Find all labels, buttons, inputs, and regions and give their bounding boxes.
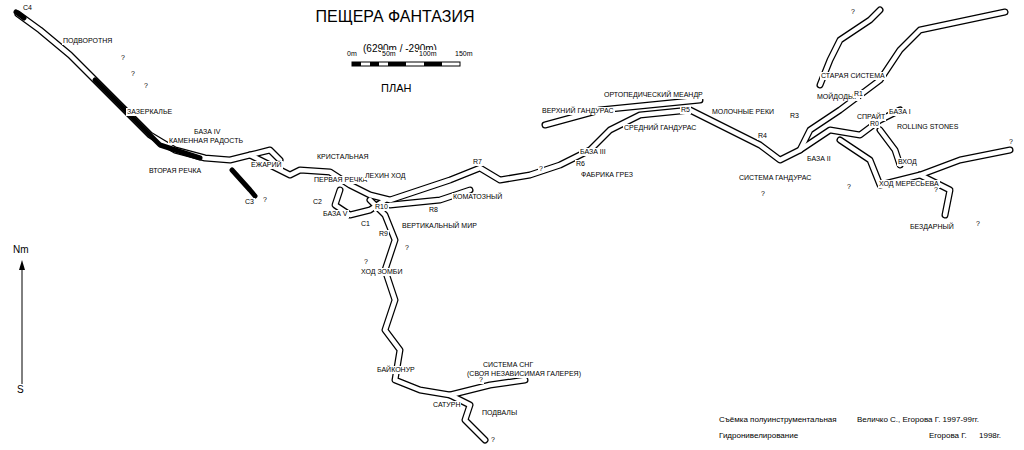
map-label: ? bbox=[478, 376, 484, 384]
map-label: ЕЖАРИЙ bbox=[250, 161, 283, 169]
map-label: ? bbox=[262, 196, 268, 204]
map-label: БАЗА III bbox=[579, 148, 607, 156]
map-label: ПЕРВАЯ РЕЧКА bbox=[313, 176, 368, 184]
map-label: ХОД МЕРЕСЬЕВА bbox=[878, 180, 940, 188]
map-label: ? bbox=[143, 82, 149, 90]
map-label: МОЛОЧНЫЕ РЕКИ bbox=[711, 108, 775, 116]
map-label: ? bbox=[363, 258, 369, 266]
water-section bbox=[16, 12, 255, 196]
map-label: БАЗА IV bbox=[193, 128, 222, 136]
map-label: ? bbox=[130, 70, 136, 78]
map-label: Величко С., Егорова Г. 1997-99гг. bbox=[856, 416, 980, 425]
map-label: ? bbox=[120, 54, 126, 62]
map-label: C1 bbox=[360, 220, 371, 228]
map-label: ХОД ЗОМБИ bbox=[360, 268, 403, 276]
map-label: КАМЕННАЯ РАДОСТЬ bbox=[168, 137, 244, 145]
map-label: ВЕРТИКАЛЬНЫЙ МИР bbox=[401, 222, 478, 230]
map-label: ПЛАН bbox=[380, 82, 412, 94]
map-label: ВХОД bbox=[897, 158, 918, 166]
passage-outline bbox=[18, 10, 1010, 440]
map-label: Егорова Г. bbox=[928, 432, 968, 441]
map-label: R5 bbox=[680, 106, 691, 114]
map-title: ПЕЩЕРА ФАНТАЗИЯ bbox=[315, 8, 474, 26]
map-label: R6 bbox=[575, 160, 586, 168]
map-label: ЛЕХИН ХОД bbox=[364, 172, 406, 180]
map-label: ? bbox=[1008, 138, 1014, 146]
map-label: R3 bbox=[789, 112, 800, 120]
map-label: ? bbox=[850, 8, 856, 16]
map-label: 1998г. bbox=[978, 432, 1002, 441]
map-label: ЗАЗЕРКАЛЬЕ bbox=[126, 108, 173, 116]
map-label: 150m bbox=[454, 50, 474, 58]
map-label: СТАРАЯ СИСТЕМА bbox=[820, 72, 886, 80]
map-label: ПОДВАЛЫ bbox=[481, 409, 518, 417]
map-label: R1 bbox=[853, 90, 864, 98]
map-label: ? bbox=[404, 244, 410, 252]
map-label: ФАБРИКА ГРЕЗ bbox=[580, 171, 634, 179]
map-label: СРЕДНИЙ ГАНДУРАС bbox=[623, 124, 697, 132]
map-label: 50m bbox=[381, 50, 397, 58]
map-label: САТУРН bbox=[432, 401, 461, 409]
map-label: КОМАТОЗНЫЙ bbox=[452, 193, 503, 201]
map-label: ? bbox=[933, 186, 939, 194]
map-label: ОРТОПЕДИЧЕСКИЙ МЕАНДР bbox=[603, 91, 704, 99]
map-label: R4 bbox=[757, 132, 768, 140]
map-label: КРИСТАЛЬНАЯ bbox=[316, 153, 369, 161]
map-label: ? bbox=[846, 183, 852, 191]
map-label: БАЗА I bbox=[888, 108, 912, 116]
map-label: R8 bbox=[428, 206, 439, 214]
map-label: ? bbox=[975, 220, 981, 228]
scale-bar bbox=[352, 62, 460, 66]
map-label: БАЗА V bbox=[322, 210, 349, 218]
map-label: ПОДВОРОТНЯ bbox=[62, 37, 113, 45]
map-label: ? bbox=[760, 190, 766, 198]
map-label: БАЗА II bbox=[806, 155, 832, 163]
map-label: C3 bbox=[244, 198, 255, 206]
map-label: Съёмка полуинструментальная bbox=[718, 416, 838, 425]
map-label: ? bbox=[538, 165, 544, 173]
passage-floor bbox=[18, 10, 1010, 440]
map-label: R7 bbox=[472, 158, 483, 166]
map-label: ВЕРХНИЙ ГАНДУРАС bbox=[541, 107, 615, 115]
map-label: ВТОРАЯ РЕЧКА bbox=[148, 167, 202, 175]
map-label: 0m bbox=[346, 50, 358, 58]
map-label: Гидронивелирование bbox=[718, 432, 799, 441]
map-label: C4 bbox=[22, 4, 33, 12]
north-arrow bbox=[19, 260, 25, 390]
map-label: БЕЗДАРНЫЙ bbox=[909, 223, 955, 231]
map-label: R0 bbox=[869, 120, 880, 128]
map-label: ? bbox=[490, 436, 496, 444]
map-label: ROLLING STONES bbox=[896, 123, 959, 131]
map-label: Nm bbox=[12, 244, 30, 255]
map-label: R9 bbox=[378, 230, 389, 238]
map-label: СИСТЕМА ГАНДУРАС bbox=[738, 174, 812, 182]
map-label: C2 bbox=[312, 198, 323, 206]
map-label: БАЙКОНУР bbox=[376, 366, 416, 374]
map-label: 100m bbox=[418, 50, 438, 58]
map-label: S bbox=[16, 384, 25, 395]
map-label: СИСТЕМА СНГ bbox=[482, 361, 534, 369]
map-label: R10 bbox=[374, 203, 389, 211]
